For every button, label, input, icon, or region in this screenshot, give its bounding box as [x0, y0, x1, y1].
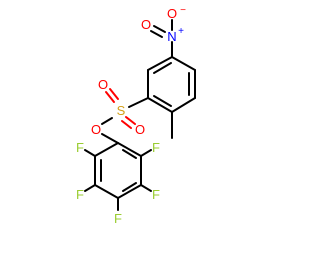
o-nitro-left-label: O	[141, 17, 151, 32]
plus-charge-label: +	[178, 26, 184, 37]
f5-label: F	[76, 140, 84, 155]
bond	[153, 25, 166, 33]
molecule-structure: O − N + O S O O O F F F F F	[76, 5, 196, 226]
bond	[150, 30, 163, 38]
bond	[125, 116, 136, 125]
bond	[153, 62, 172, 74]
bond	[153, 95, 172, 107]
f3-label: F	[114, 211, 122, 226]
bond	[128, 97, 149, 108]
s-sulfonyl-label: S	[117, 103, 126, 118]
n-nitro-label: N	[167, 29, 176, 44]
bond	[147, 56, 173, 71]
o-nitro-top-label: O	[167, 6, 177, 21]
sulfonyl-bonds	[105, 88, 136, 129]
o-sulfonyl-1-label: O	[98, 77, 108, 92]
o-sulfonyl-2-label: O	[135, 122, 145, 137]
minus-charge-label: −	[180, 5, 186, 16]
bond	[117, 184, 142, 199]
bond	[171, 97, 196, 113]
bond	[140, 184, 152, 192]
bond-lines	[84, 19, 196, 211]
bond	[122, 149, 137, 159]
bond	[105, 91, 115, 103]
bond	[171, 56, 196, 71]
atom-labels: O − N + O S O O O F F F F F	[76, 5, 186, 226]
f2-label: F	[152, 187, 160, 202]
bond	[122, 182, 137, 192]
bond	[94, 142, 119, 157]
bond	[117, 142, 142, 157]
f1-label: F	[152, 140, 160, 155]
f4-label: F	[76, 187, 84, 202]
bond	[84, 184, 96, 192]
structure-canvas: O − N + O S O O O F F F F F	[76, 5, 196, 226]
bond	[109, 88, 119, 100]
bond	[147, 97, 173, 113]
bond	[140, 149, 152, 157]
bond	[101, 133, 119, 144]
bond	[121, 120, 132, 129]
o-ester-label: O	[91, 122, 101, 137]
bond	[94, 184, 119, 199]
bond	[84, 149, 96, 157]
bond	[101, 117, 113, 125]
